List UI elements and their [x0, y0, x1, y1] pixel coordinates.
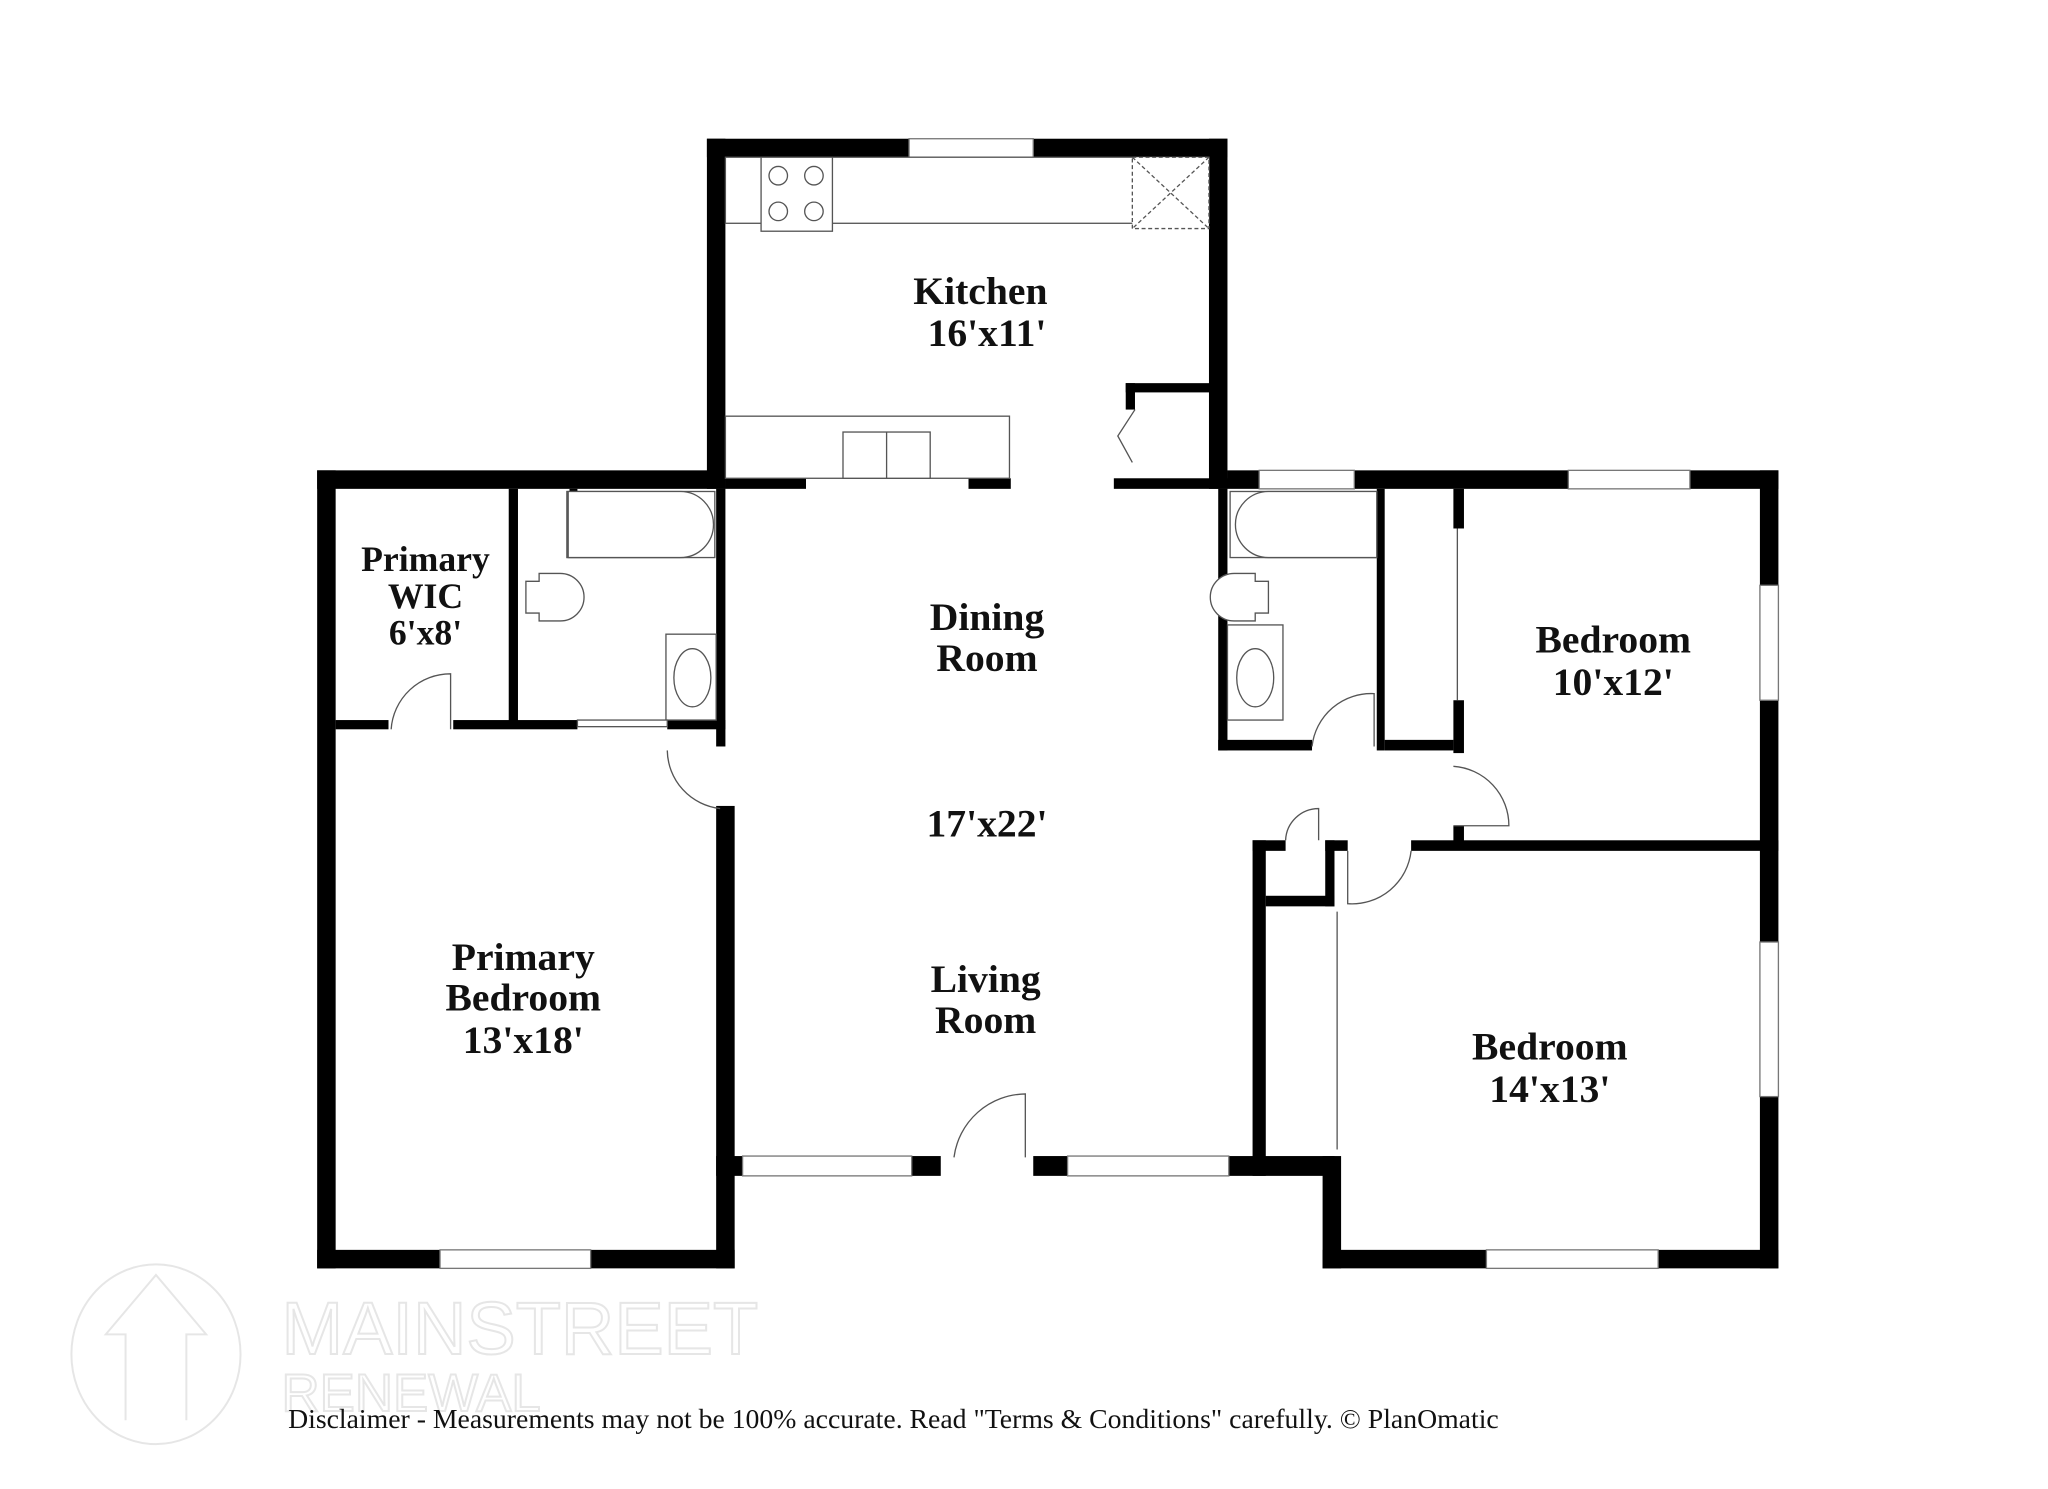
windows: [439, 138, 1780, 1270]
watermark-logo: MAINSTREET RENEWAL: [70, 1263, 759, 1446]
living-room-name-line2: Room: [935, 998, 1036, 1042]
dining-room-name-line2: Room: [936, 636, 1037, 680]
primary-bedroom-name-line2: Bedroom: [445, 976, 601, 1020]
primary-bedroom-size: 13'x18': [463, 1018, 584, 1062]
bedroom-1-name: Bedroom: [1535, 618, 1691, 662]
sink-icon: [673, 648, 712, 708]
primary-wic-size: 6'x8': [389, 613, 462, 653]
living-dining-size: 17'x22': [926, 801, 1047, 845]
bedroom-2-size: 14'x13': [1489, 1067, 1610, 1111]
doors: [390, 409, 1510, 1158]
toilet-icon: [1209, 572, 1270, 622]
primary-wic-name-line2: WIC: [388, 576, 463, 616]
dining-room-name-line1: Dining: [930, 595, 1045, 639]
disclaimer-text: Disclaimer - Measurements may not be 100…: [288, 1404, 1499, 1435]
kitchen-name: Kitchen: [913, 269, 1047, 313]
watermark-line2: RENEWAL: [281, 1364, 540, 1423]
toilet-icon: [525, 572, 585, 622]
room-labels: Kitchen 16'x11' Dining Room 17'x22' Livi…: [361, 269, 1691, 1111]
primary-wic-name-line1: Primary: [361, 539, 490, 579]
watermark-line1: MAINSTREET: [281, 1287, 758, 1370]
sink-icon: [1236, 648, 1275, 708]
kitchen-size: 16'x11': [928, 311, 1047, 355]
bedroom-2-name: Bedroom: [1472, 1025, 1628, 1069]
fixtures: [525, 156, 1378, 721]
bedroom-1-size: 10'x12': [1553, 660, 1674, 704]
living-room-name-line1: Living: [931, 957, 1041, 1001]
primary-bedroom-name-line1: Primary: [452, 935, 595, 979]
